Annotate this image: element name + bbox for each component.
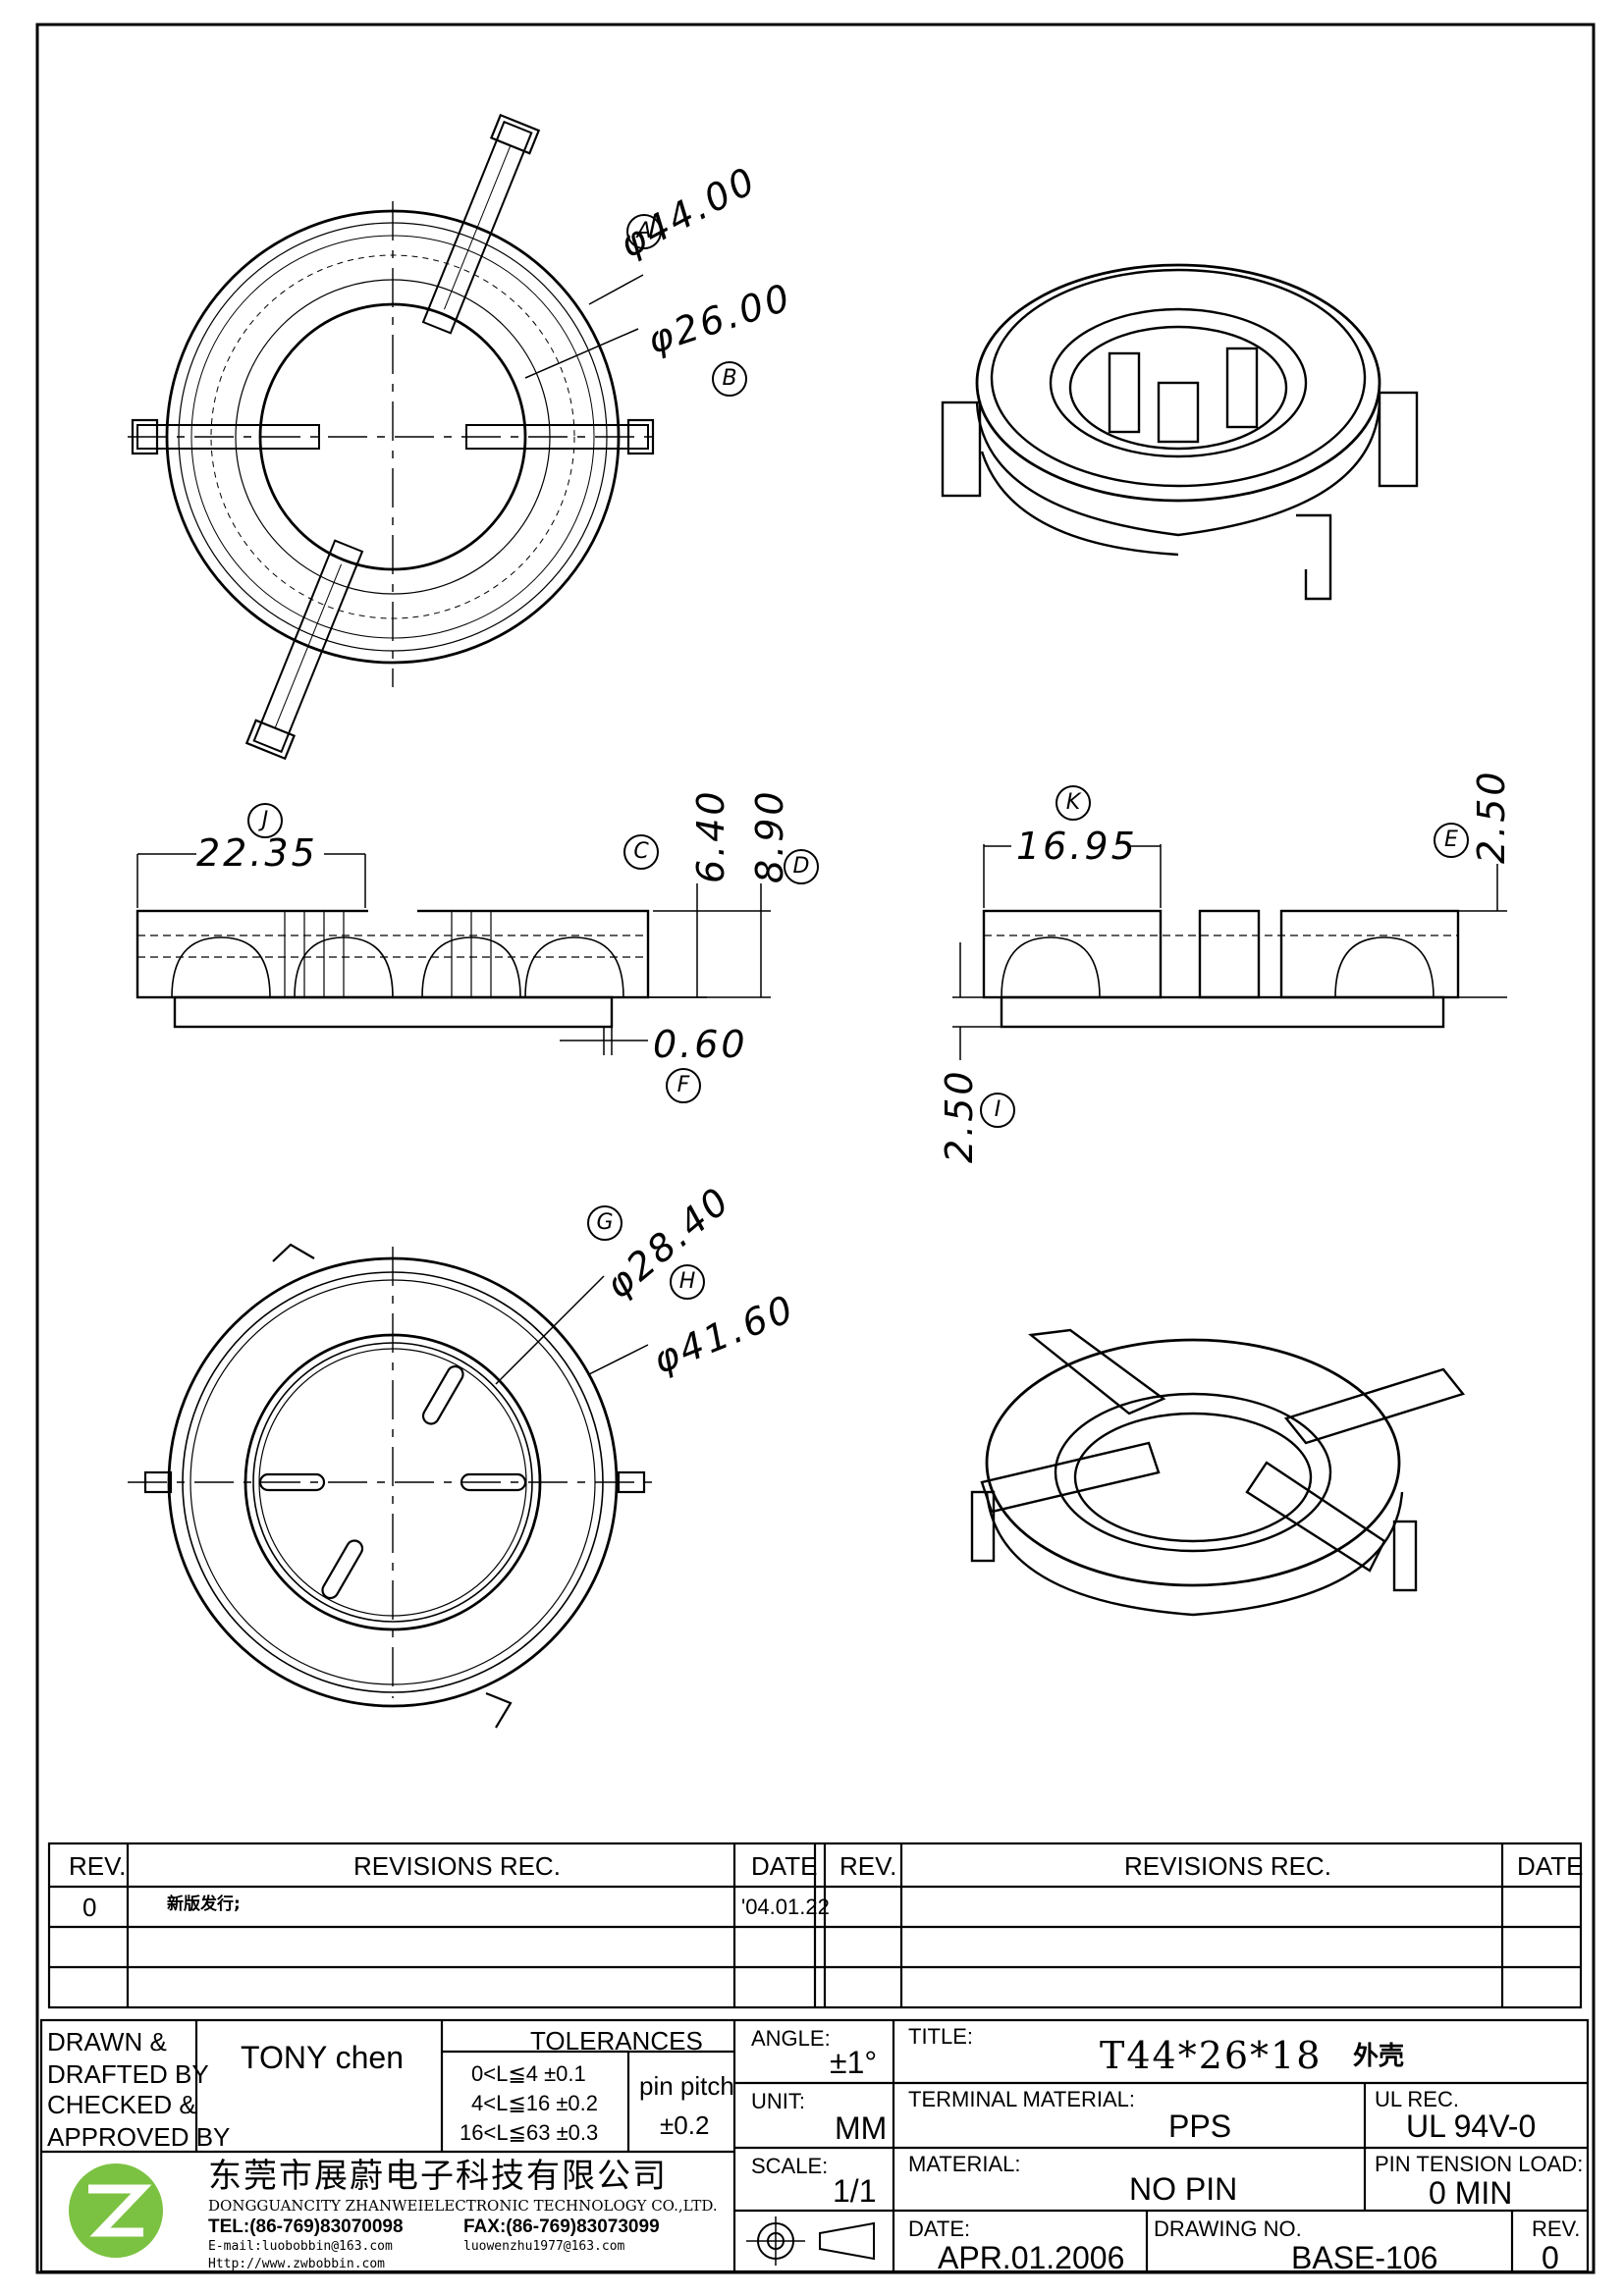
- top-view: [128, 113, 658, 761]
- rev-row-rec: 新版发行;: [167, 1895, 241, 1914]
- rev-row-rev: 0: [82, 1893, 97, 1922]
- drawing-no-value: BASE-106: [1291, 2240, 1438, 2275]
- dim-callout-h: H: [670, 1264, 705, 1300]
- company-name-en: DONGGUANCITY ZHANWEIELECTRONIC TECHNOLOG…: [208, 2197, 718, 2215]
- iso-view-top: [941, 263, 1419, 601]
- rev-header-left: REV.: [69, 1851, 127, 1881]
- angle-label: ANGLE:: [751, 2026, 831, 2051]
- dim-callout-g: G: [587, 1205, 623, 1241]
- title-label: TITLE:: [908, 2024, 974, 2049]
- dim-callout-a: A: [626, 214, 662, 249]
- title-value: T44*26*18: [1100, 2034, 1323, 2077]
- tol-row-3: 16<L≦63 ±0.3: [460, 2120, 599, 2145]
- pin-pitch-label: pin pitch: [639, 2071, 734, 2101]
- terminal-value: PPS: [1168, 2109, 1232, 2144]
- rev-value: 0: [1542, 2240, 1559, 2275]
- date-header-right: DATE: [1517, 1851, 1584, 1881]
- dim-callout-k: K: [1056, 785, 1091, 821]
- scale-value: 1/1: [833, 2173, 877, 2209]
- unit-label: UNIT:: [751, 2089, 805, 2113]
- material-value: NO PIN: [1129, 2171, 1238, 2207]
- pin-tension-label: PIN TENSION LOAD:: [1375, 2152, 1584, 2176]
- table-lines: [39, 1842, 1590, 2273]
- material-label: MATERIAL:: [908, 2152, 1021, 2176]
- dim-value-f: 0.60: [653, 1023, 748, 1066]
- rev-label: REV.: [1532, 2216, 1581, 2241]
- dim-value-e: 2.50: [1470, 769, 1513, 864]
- dim-callout-c: C: [623, 834, 659, 870]
- tolerances-label: TOLERANCES: [530, 2026, 703, 2056]
- company-fax: FAX:(86-769)83073099: [463, 2216, 660, 2237]
- dim-callout-f: F: [666, 1068, 701, 1103]
- iso-view-bottom: [970, 1328, 1466, 1617]
- drawn-value: TONY chen: [241, 2040, 405, 2075]
- pin-tension-value: 0 MIN: [1429, 2175, 1513, 2211]
- company-logo: [69, 2163, 163, 2258]
- title-cn: 外壳: [1353, 2042, 1405, 2071]
- tol-row-2: 4<L≦16 ±0.2: [471, 2091, 598, 2115]
- company-web: Http://www.zwbobbin.com: [208, 2257, 386, 2271]
- date-value: APR.01.2006: [938, 2240, 1125, 2275]
- company-tel: TEL:(86-769)83070098: [208, 2216, 404, 2237]
- ul-value: UL 94V-0: [1406, 2109, 1537, 2144]
- date-header-left: DATE: [751, 1851, 818, 1881]
- angle-value: ±1°: [830, 2045, 878, 2080]
- terminal-label: TERMINAL MATERIAL:: [908, 2087, 1136, 2111]
- tol-row-1: 0<L≦4 ±0.1: [471, 2061, 586, 2086]
- front-view-left: [135, 853, 771, 1055]
- dim-callout-i: I: [980, 1093, 1015, 1128]
- dim-value-i: 2.50: [938, 1068, 981, 1163]
- rec-header-left: REVISIONS REC.: [353, 1851, 561, 1881]
- bottom-view: [128, 1243, 658, 1729]
- drawn-label: DRAWN & DRAFTED BY: [47, 2027, 209, 2089]
- pin-pitch-value: ±0.2: [660, 2110, 710, 2140]
- dim-callout-e: E: [1434, 823, 1469, 858]
- dim-value-k: 16.95: [1016, 825, 1138, 868]
- dim-value-j: 22.35: [196, 831, 318, 875]
- scale-label: SCALE:: [751, 2154, 829, 2178]
- drawing-no-label: DRAWING NO.: [1154, 2216, 1302, 2241]
- unit-value: MM: [835, 2110, 888, 2146]
- dim-value-c: 6.40: [689, 788, 732, 883]
- rec-header-right: REVISIONS REC.: [1124, 1851, 1331, 1881]
- dim-callout-b: B: [712, 361, 747, 397]
- date-label: DATE:: [908, 2216, 971, 2241]
- company-email-2: luowenzhu1977@163.com: [463, 2239, 625, 2254]
- rev-header-right: REV.: [839, 1851, 897, 1881]
- company-email-1: E-mail:luobobbin@163.com: [208, 2239, 393, 2254]
- front-view-right: [952, 844, 1507, 1060]
- company-name-cn: 东莞市展蔚电子科技有限公司: [208, 2157, 668, 2196]
- rev-row-date: '04.01.22: [741, 1895, 830, 1919]
- dim-callout-j: J: [247, 803, 283, 838]
- checked-label: CHECKED & APPROVED BY: [47, 2090, 231, 2152]
- dim-callout-d: D: [784, 849, 819, 884]
- ul-label: UL REC.: [1375, 2087, 1459, 2111]
